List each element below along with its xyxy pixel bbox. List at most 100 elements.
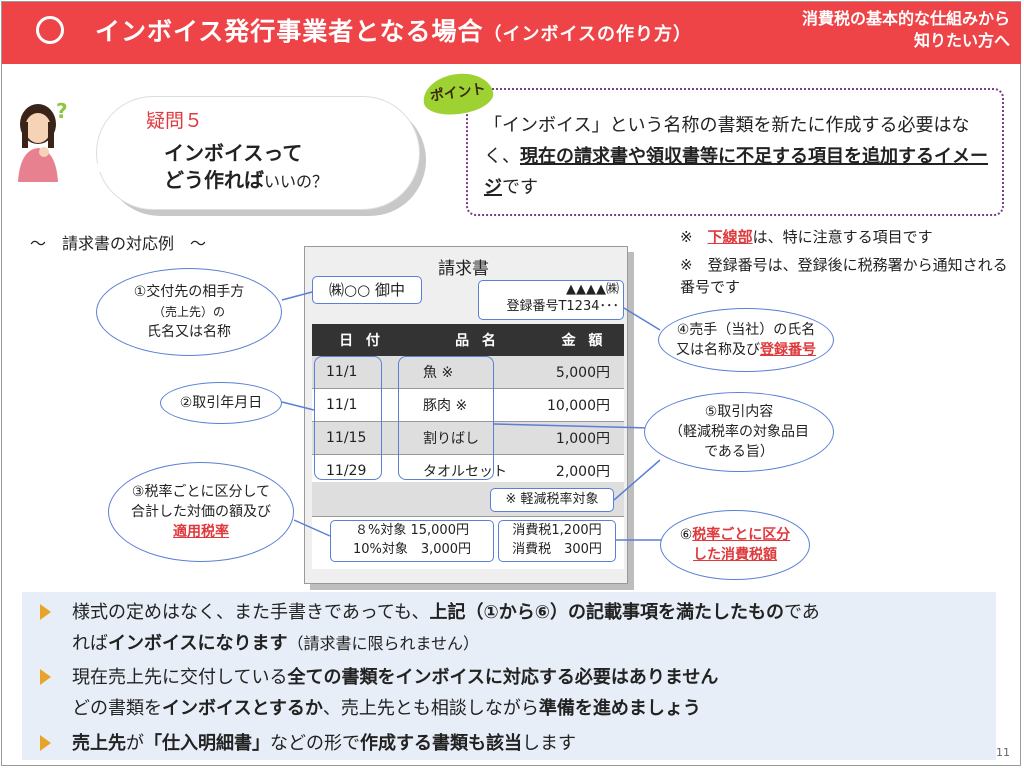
header-audience: 消費税の基本的な仕組みから 知りたい方へ: [802, 8, 1010, 52]
note1-red: 下線部: [707, 228, 753, 246]
b3-b: が: [126, 733, 144, 754]
point-box: [466, 88, 1004, 216]
b3-e: 作成する書類も該当: [360, 733, 522, 754]
invoice-title: 請求書: [438, 259, 489, 279]
table-row: 11/1 豚肉 ※ 10,000円: [312, 388, 624, 422]
tax-base-8: ８%対象 15,000円: [355, 523, 469, 538]
bullet-arrow-icon: [40, 604, 51, 620]
b3-d: などの形で: [270, 733, 360, 754]
b2-d: インボイスとするか: [162, 698, 323, 719]
invoice-recipient: ㈱○○ 御中: [312, 276, 422, 304]
bullet-arrow-icon: [40, 669, 51, 685]
bullet-1: 様式の定めはなく、また手書きであっても、上記（①から⑥）の記載事項を満たしたもの…: [72, 597, 982, 659]
reduced-rate-note: ※ 軽減税率対象: [490, 488, 614, 512]
c5-line1: ⑤取引内容: [704, 404, 774, 420]
header-right-line1: 消費税の基本的な仕組みから: [801, 9, 1010, 28]
thinking-person-icon: ?: [18, 100, 68, 182]
header-item: 品 名: [411, 324, 544, 356]
example-title: ～ 請求書の対応例 ～: [30, 234, 207, 253]
note-registration: ※ 登録番号は、登録後に税務署から通知される番号です: [680, 256, 1008, 296]
c6-red2: した消費税額: [693, 547, 777, 563]
tax-base-10: 10%対象 3,000円: [352, 542, 472, 557]
c3-line2: 合計した対価の額及び: [131, 504, 271, 520]
title-sub: （インボイスの作り方）: [483, 24, 692, 45]
c4-line1: ④売手（当社）の氏名: [676, 322, 816, 338]
note1-rest: は、特に注意する項目です: [752, 228, 933, 246]
c1-line3: 氏名又は名称: [147, 324, 231, 340]
b1-a: 様式の定めはなく、また手書きであっても、: [72, 602, 430, 623]
svg-text:?: ?: [56, 100, 68, 123]
bullet-2: 現在売上先に交付している全ての書類をインボイスに対応する必要はありません どの書…: [72, 662, 982, 724]
date-highlight: [314, 356, 382, 480]
seller-name: ▲▲▲▲㈱: [566, 282, 619, 297]
c2-text: ②取引年月日: [179, 395, 263, 411]
header-date: 日 付: [312, 324, 411, 356]
tax-amount-10: 消費税 300円: [512, 542, 602, 557]
b1-f: （請求書に限られません）: [287, 634, 479, 653]
callout-6-tax: ⑥税率ごとに区分 した消費税額: [660, 510, 810, 580]
row-item: 豚肉 ※: [411, 388, 544, 422]
summary-panel: [22, 592, 996, 760]
b2-e: 、売上先とも相談しながら: [322, 698, 539, 719]
circle-icon: [36, 16, 64, 44]
row-date: 11/1: [312, 356, 411, 389]
b2-b: 全ての書類をインボイスに対応する必要はありません: [287, 667, 719, 688]
c5-line3: である旨）: [704, 444, 774, 460]
seller-registration: 登録番号T1234･･･: [506, 299, 619, 314]
question-bubble: [96, 96, 420, 210]
c6-red1: 税率ごとに区分: [692, 527, 791, 543]
c1-small: （売上先）の: [152, 305, 225, 319]
page-number: 11: [996, 746, 1010, 759]
row-amount: 1,000円: [544, 421, 624, 455]
header-bar: [2, 2, 1021, 64]
callout-3-rate: ③税率ごとに区分して 合計した対価の額及び 適用税率: [108, 462, 294, 562]
callout-1-recipient: ①交付先の相手方 （売上先）の 氏名又は名称: [96, 268, 282, 356]
c6-prefix: ⑥: [679, 527, 693, 543]
tax-base-box: ８%対象 15,000円 10%対象 3,000円: [330, 520, 494, 562]
c4-red: 登録番号: [760, 342, 816, 358]
item-highlight: [398, 356, 494, 480]
callout-2-date: ②取引年月日: [160, 382, 282, 424]
tax-amount-8: 消費税1,200円: [512, 523, 602, 538]
c4-line2: 又は名称及び: [676, 342, 760, 358]
header-right-line2: 知りたい方へ: [913, 31, 1010, 50]
point-text-bold: 現在の請求書や領収書等に不足する項目を追加するイメージ: [484, 146, 988, 198]
bullet-3: 売上先が「仕入明細書」などの形で作成する書類も該当します: [72, 728, 982, 759]
question-line2-bold: どう作れば: [164, 168, 264, 192]
c1-line1: ①交付先の相手方: [133, 284, 245, 300]
callout-5-content: ⑤取引内容 （軽減税率の対象品目 である旨）: [644, 392, 834, 472]
page-title: インボイス発行事業者となる場合（インボイスの作り方）: [95, 12, 692, 48]
note1-prefix: ※: [680, 228, 708, 246]
b1-d: れば: [72, 633, 108, 654]
question-line2-rest: いいの？: [264, 172, 329, 191]
point-text-plain2: です: [502, 177, 538, 198]
title-main: インボイス発行事業者となる場合: [95, 17, 484, 46]
question-text: インボイスって どう作ればいいの？: [164, 140, 328, 195]
tax-amount-box: 消費税1,200円 消費税 300円: [498, 520, 616, 562]
row-item: 魚 ※: [411, 356, 544, 389]
table-row: 11/1 魚 ※ 5,000円: [312, 356, 624, 389]
b2-c: どの書類を: [72, 698, 162, 719]
question-label: 疑問５: [146, 110, 204, 132]
b2-f: 準備を進めましょう: [538, 698, 701, 719]
point-text: 「インボイス」という名称の書類を新たに作成する必要はなく、現在の請求書や領収書等…: [484, 110, 994, 203]
bullet-arrow-icon: [40, 735, 51, 751]
b2-a: 現在売上先に交付している: [72, 667, 288, 688]
row-amount: 5,000円: [544, 356, 624, 389]
invoice-seller: ▲▲▲▲㈱ 登録番号T1234･･･: [478, 280, 624, 320]
b3-a: 売上先: [72, 733, 126, 754]
row-date: 11/15: [312, 421, 411, 455]
c3-line1: ③税率ごとに区分して: [131, 484, 271, 500]
c3-red: 適用税率: [173, 524, 229, 540]
question-line1: インボイスって: [164, 141, 303, 165]
b3-f: します: [522, 733, 576, 754]
bubble-tail: [82, 150, 122, 172]
callout-4-seller: ④売手（当社）の氏名 又は名称及び登録番号: [658, 308, 834, 372]
b3-c: 「仕入明細書」: [144, 733, 270, 754]
c5-line2: （軽減税率の対象品目: [669, 424, 809, 440]
header-amount: 金 額: [544, 324, 624, 356]
row-date: 11/1: [312, 388, 411, 422]
b1-c: であ: [783, 602, 820, 623]
note-underline: ※ 下線部は、特に注意する項目です: [680, 226, 933, 247]
